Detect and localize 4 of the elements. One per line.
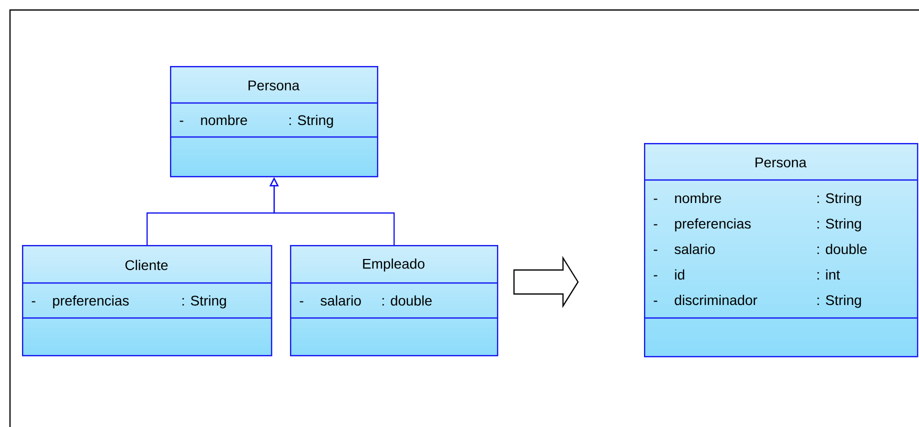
class-box: Persona - nombre : String <box>169 66 378 178</box>
class-box: Persona - nombre : String - preferencias : String - salario : double - id : int - discriminador : String <box>643 143 918 358</box>
class-box: Empleado - salario : double <box>289 245 498 356</box>
class-box: Cliente - preferencias : String <box>21 245 272 356</box>
